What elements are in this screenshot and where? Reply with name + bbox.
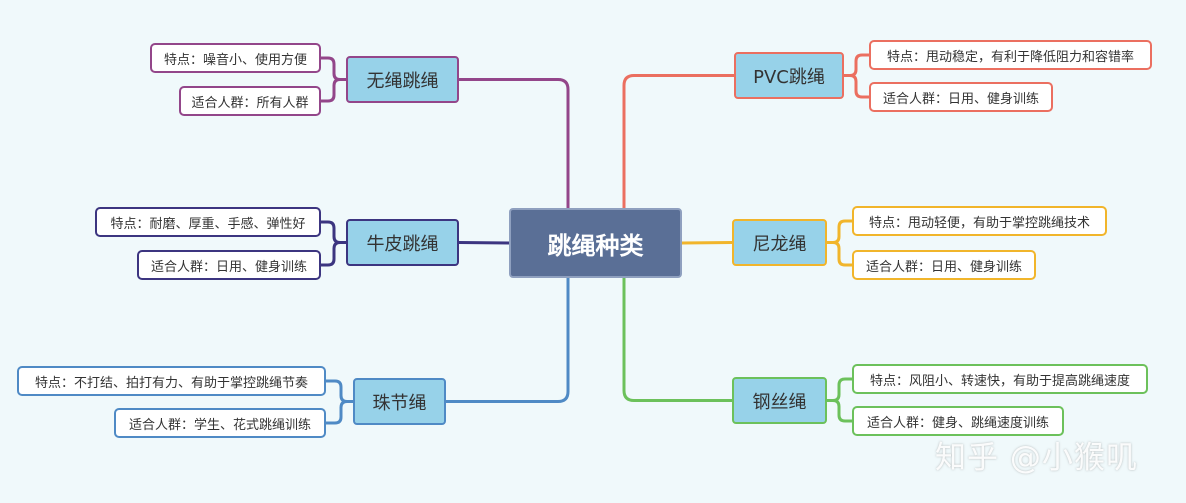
branch-label: 无绳跳绳	[366, 70, 439, 92]
leaf-label: 特点：风阻小、转速快，有助于提高跳绳速度	[869, 373, 1130, 389]
connector-branch-leaf	[321, 78, 346, 103]
connector-root-branch	[622, 278, 732, 402]
leaf-label: 特点：不打结、拍打有力、有助于掌控跳绳节奏	[34, 375, 308, 391]
leaf-label: 适合人群：健身、跳绳速度训练	[866, 415, 1049, 431]
leaf-node-feature[interactable]: 特点：耐磨、厚重、手感、弹性好	[95, 207, 321, 237]
branch-label: 牛皮跳绳	[366, 233, 439, 255]
leaf-label: 特点：耐磨、厚重、手感、弹性好	[110, 216, 306, 232]
branch-node-niupi[interactable]: 牛皮跳绳	[346, 219, 459, 266]
connector-root-branch	[446, 278, 570, 403]
connector-branch-leaf	[827, 399, 852, 423]
leaf-node-audience[interactable]: 适合人群：日用、健身训练	[852, 250, 1036, 280]
leaf-label: 适合人群：所有人群	[191, 95, 309, 111]
connector-branch-leaf	[321, 56, 346, 81]
leaf-label: 适合人群：日用、健身训练	[882, 91, 1039, 107]
branch-label: 尼龙绳	[752, 233, 807, 255]
connector-branch-leaf	[321, 220, 346, 244]
leaf-label: 适合人群：学生、花式跳绳训练	[128, 417, 311, 433]
connector-branch-leaf	[844, 53, 869, 77]
leaf-node-audience[interactable]: 适合人群：所有人群	[179, 86, 321, 116]
leaf-node-audience[interactable]: 适合人群：学生、花式跳绳训练	[114, 408, 326, 438]
branch-node-wushen[interactable]: 无绳跳绳	[346, 56, 459, 103]
leaf-node-feature[interactable]: 特点：噪音小、使用方便	[150, 43, 321, 73]
branch-node-nilong[interactable]: 尼龙绳	[732, 219, 827, 266]
connector-branch-leaf	[326, 400, 353, 425]
leaf-label: 特点：甩动轻便，有助于掌控跳绳技术	[868, 215, 1090, 231]
branch-node-zhujie[interactable]: 珠节绳	[353, 378, 446, 425]
leaf-label: 特点：噪音小、使用方便	[163, 52, 307, 68]
branch-node-gangsi[interactable]: 钢丝绳	[732, 377, 827, 424]
connector-branch-leaf	[844, 74, 869, 99]
branch-label: 钢丝绳	[752, 391, 807, 413]
leaf-label: 适合人群：日用、健身训练	[150, 259, 307, 275]
connector-branch-leaf	[326, 379, 353, 403]
leaf-label: 适合人群：日用、健身训练	[865, 259, 1022, 275]
watermark: 知乎 @小猴叽	[935, 440, 1138, 476]
leaf-node-audience[interactable]: 适合人群：健身、跳绳速度训练	[852, 406, 1064, 436]
branch-label: 珠节绳	[372, 392, 427, 414]
leaf-label: 特点：甩动稳定，有利于降低阻力和容错率	[886, 49, 1134, 65]
leaf-node-feature[interactable]: 特点：甩动稳定，有利于降低阻力和容错率	[869, 40, 1152, 70]
leaf-node-feature[interactable]: 特点：风阻小、转速快，有助于提高跳绳速度	[852, 364, 1148, 394]
branch-label: PVC跳绳	[753, 66, 825, 88]
leaf-node-feature[interactable]: 特点：甩动轻便，有助于掌控跳绳技术	[852, 206, 1107, 236]
leaf-node-feature[interactable]: 特点：不打结、拍打有力、有助于掌控跳绳节奏	[17, 366, 326, 396]
connector-branch-leaf	[827, 219, 852, 244]
root-node[interactable]: 跳绳种类	[509, 208, 682, 278]
connector-root-branch	[681, 241, 733, 245]
connector-root-branch	[622, 74, 734, 208]
branch-node-pvc[interactable]: PVC跳绳	[734, 52, 844, 99]
leaf-node-audience[interactable]: 适合人群：日用、健身训练	[137, 250, 321, 280]
connector-branch-leaf	[827, 241, 852, 267]
connector-root-branch	[458, 241, 510, 245]
connector-branch-leaf	[321, 241, 346, 267]
root-label: 跳绳种类	[547, 231, 644, 260]
connector-branch-leaf	[827, 377, 852, 402]
connector-root-branch	[459, 78, 570, 208]
leaf-node-audience[interactable]: 适合人群：日用、健身训练	[869, 82, 1053, 112]
